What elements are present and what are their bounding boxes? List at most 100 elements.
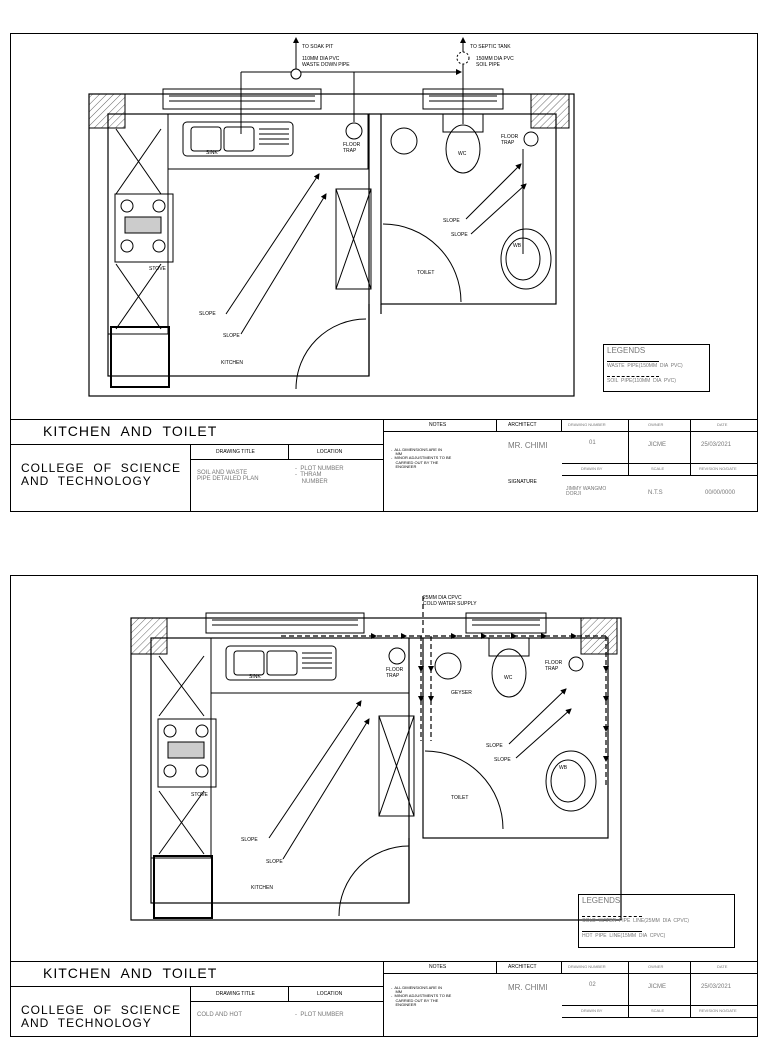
slope-arrows [225,163,527,335]
location-label: LOCATION [317,991,343,997]
legend-line-1: WASTE PIPE(150MM DIA PVC) [607,363,683,369]
architect: MR. CHIMI [508,983,548,992]
counter [107,113,369,335]
date-label: DATE [717,422,728,427]
fridge [110,326,170,388]
label-slope-3: SLOPE [486,743,503,749]
drawn-by-label: DRAWN BY [581,1008,603,1013]
sink-icon [182,121,294,157]
architect: MR. CHIMI [508,441,548,450]
label-sink: SINK [249,674,261,680]
pipe-junction-icon [290,68,302,80]
toilet-door [424,750,504,830]
label-stove: STOVE [191,792,209,798]
drawing-number-label: DRAWING NUMBER [568,422,606,427]
legend-title: LEGENDS [607,346,646,355]
toilet-door [382,223,462,303]
kitchen-island [378,715,415,817]
drawing-title: COLD AND HOT [197,1012,243,1018]
sink-icon [225,645,337,681]
owner-label: OWNER [648,964,664,969]
kitchen-door [295,318,367,390]
institution: COLLEGE OF SCIENCE AND TECHNOLOGY [21,461,182,488]
project-title: KITCHEN AND TOILET [43,965,218,981]
legend-box: LEGENDS COLD WATER PIPE LINE(25MM DIA CP… [578,894,735,948]
wc-icon [488,637,530,698]
bidet-icon [434,652,462,680]
drawing-number: 02 [589,982,596,988]
scale: N.T.S [648,490,663,496]
label-wb: WB [559,765,568,771]
institution: COLLEGE OF SCIENCE AND TECHNOLOGY [21,1003,182,1030]
location-items: - PLOT NUMBER - THRAM NUMBER [295,466,344,485]
kitchen-door [338,845,410,917]
floor-trap-icon [345,122,363,140]
window-toilet [465,612,547,634]
date-label: DATE [717,964,728,969]
wb-icon [500,228,552,290]
label-toilet: TOILET [417,270,434,276]
label-slope-4: SLOPE [494,757,511,763]
owner-label: OWNER [648,422,664,427]
drawn-by-label: DRAWN BY [581,466,603,471]
drawing-number-label: DRAWING NUMBER [568,964,606,969]
signature-label: SIGNATURE [508,479,537,485]
location-items: - PLOT NUMBER [295,1012,344,1018]
pipe-junction-icon [456,51,470,65]
label-kitchen: KITCHEN [251,885,273,891]
legend-box: LEGENDS WASTE PIPE(150MM DIA PVC) SOIL P… [603,344,710,392]
slope-arrows [268,688,572,860]
scale-label: SCALE [651,1008,665,1013]
column-left [130,617,168,655]
label-wc: WC [504,675,513,681]
label-septic-tank: TO SEPTIC TANK [470,44,511,50]
drawn-by: JIMMY WANGMO DORJI [566,486,607,498]
label-slope-4: SLOPE [451,232,468,238]
column-right [530,93,570,129]
bidet-icon [390,127,418,155]
water-flow-arrows [371,633,609,762]
title-block: KITCHEN AND TOILET COLLEGE OF SCIENCE AN… [11,419,757,512]
label-slope-3: SLOPE [443,218,460,224]
floor-trap-icon [523,131,539,147]
title-block: KITCHEN AND TOILET COLLEGE OF SCIENCE AN… [11,961,757,1037]
drawing-number: 01 [589,440,596,446]
waste-pipe-lines [240,37,524,254]
floor-trap-icon [388,647,406,665]
scale-label: SCALE [651,466,665,471]
drawing-title-label: DRAWING TITLE [216,449,255,455]
notes: - ALL DIMENSIONS ARE IN MM - MINOR ADJUS… [391,447,452,469]
label-slope-1: SLOPE [199,311,216,317]
notes-label: NOTES [429,422,447,428]
label-sink: SINK [206,150,218,156]
label-stove: STOVE [149,266,167,272]
stove-icon [114,193,174,263]
stove-icon [157,718,217,788]
legend-line-2: HOT PIPE LINE(15MM DIA CPVC) [582,933,666,939]
window-kitchen [205,612,365,634]
owner: JICME [648,442,666,448]
kitchen-island [335,188,372,290]
label-soak-pit: TO SOAK PIT [302,44,333,50]
architect-label: ARCHITECT [508,422,537,428]
legend-line-2: SOIL PIPE(110MM DIA PVC) [607,378,676,384]
wb-icon [545,750,597,812]
label-wb: WB [513,243,522,249]
label-slope-1: SLOPE [241,837,258,843]
label-wc: WC [458,151,467,157]
notes: - ALL DIMENSIONS ARE IN MM - MINOR ADJUS… [391,985,452,1007]
counter [150,637,410,859]
revision: 00/00/0000 [705,490,736,496]
date: 25/03/2021 [701,442,732,448]
legend-line-1: COLD WATER PIPE LINE(25MM DIA CPVC) [582,918,689,924]
project-title: KITCHEN AND TOILET [43,423,218,439]
date: 25/03/2021 [701,984,732,990]
legend-title: LEGENDS [582,896,621,905]
